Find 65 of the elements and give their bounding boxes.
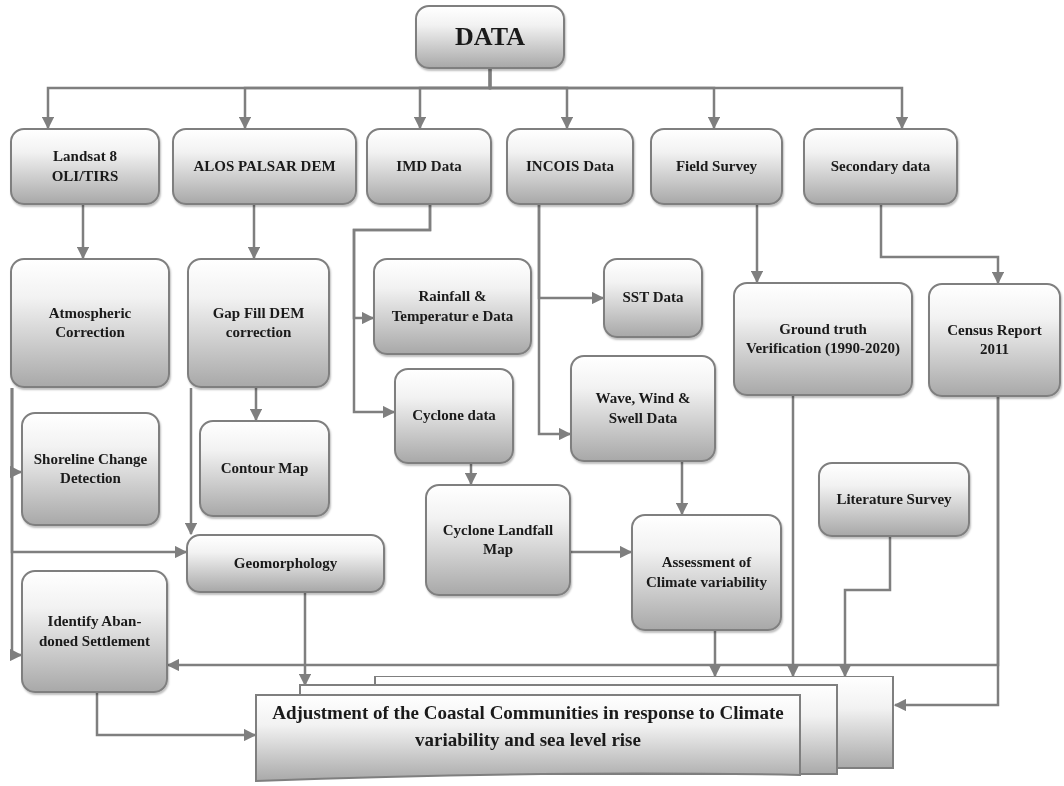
- process-box: [733, 282, 913, 396]
- box-label: ALOS PALSAR DEM: [193, 156, 336, 176]
- process-box: [650, 128, 783, 205]
- process-box: [199, 420, 330, 517]
- process-box: [415, 5, 565, 69]
- box-label: Assessment of Climate variability: [644, 553, 769, 592]
- process-box: [603, 258, 703, 338]
- process-box: [366, 128, 492, 205]
- box-label: Census Report 2011: [946, 320, 1043, 359]
- arrow: [166, 397, 1000, 672]
- box-label: Atmospheric Correction: [47, 303, 133, 342]
- box-label: Adjustment of the Coastal Communities in response to Climate variability and sea level rise: [271, 701, 785, 752]
- process-box: [21, 412, 160, 526]
- arrow: [571, 545, 633, 559]
- box-label: Cyclone data: [412, 406, 496, 426]
- arrow: [464, 464, 478, 486]
- arrow: [750, 205, 764, 284]
- arrow: [488, 69, 909, 130]
- process-box: [570, 355, 716, 462]
- process-box: [394, 368, 514, 464]
- process-box: [10, 258, 170, 388]
- process-box: [186, 534, 385, 593]
- process-box: [425, 484, 571, 596]
- arrow: [838, 537, 892, 678]
- box-label: Identify Aban- doned Settlement: [37, 612, 152, 651]
- process-box: [373, 258, 532, 355]
- arrow: [298, 593, 312, 687]
- process-box: [187, 258, 330, 388]
- box-label: Ground truth Verification (1990-2020): [745, 319, 901, 358]
- arrow: [537, 205, 572, 441]
- box-label: Contour Map: [220, 458, 309, 478]
- arrow: [249, 388, 263, 422]
- box-label: Gap Fill DEM correction: [211, 303, 306, 342]
- arrow: [76, 205, 90, 260]
- arrow: [9, 388, 23, 662]
- box-label: Cyclone Landfall Map: [441, 520, 555, 559]
- process-box: [172, 128, 357, 205]
- box-label: IMD Data: [396, 156, 462, 176]
- box-label: Rainfall & Temperatur e Data: [390, 287, 515, 326]
- arrow: [879, 205, 1005, 285]
- box-label: Landsat 8 OLI/TIRS: [50, 147, 120, 186]
- process-box: [803, 128, 958, 205]
- process-box: [928, 283, 1061, 397]
- arrow: [352, 205, 432, 419]
- arrow: [95, 693, 257, 742]
- box-label: INCOIS Data: [526, 156, 614, 176]
- box-label: Secondary data: [830, 156, 931, 176]
- box-label: Literature Survey: [836, 489, 952, 509]
- process-box: [21, 570, 168, 693]
- box-label: DATA: [455, 21, 525, 54]
- arrow: [675, 462, 689, 516]
- box-label: Geomorphology: [233, 553, 338, 573]
- arrow: [786, 396, 800, 678]
- arrow: [708, 631, 722, 678]
- box-label: Field Survey: [675, 156, 758, 176]
- process-box: [506, 128, 634, 205]
- box-label: SST Data: [622, 288, 684, 308]
- box-label: Wave, Wind & Swell Data: [594, 389, 692, 428]
- process-box: [818, 462, 970, 537]
- stacked-document-box: [255, 676, 895, 782]
- box-label: Shoreline Change Detection: [32, 449, 149, 488]
- arrow: [247, 205, 261, 260]
- process-box: [631, 514, 782, 631]
- arrow: [184, 388, 198, 536]
- process-box: [10, 128, 160, 205]
